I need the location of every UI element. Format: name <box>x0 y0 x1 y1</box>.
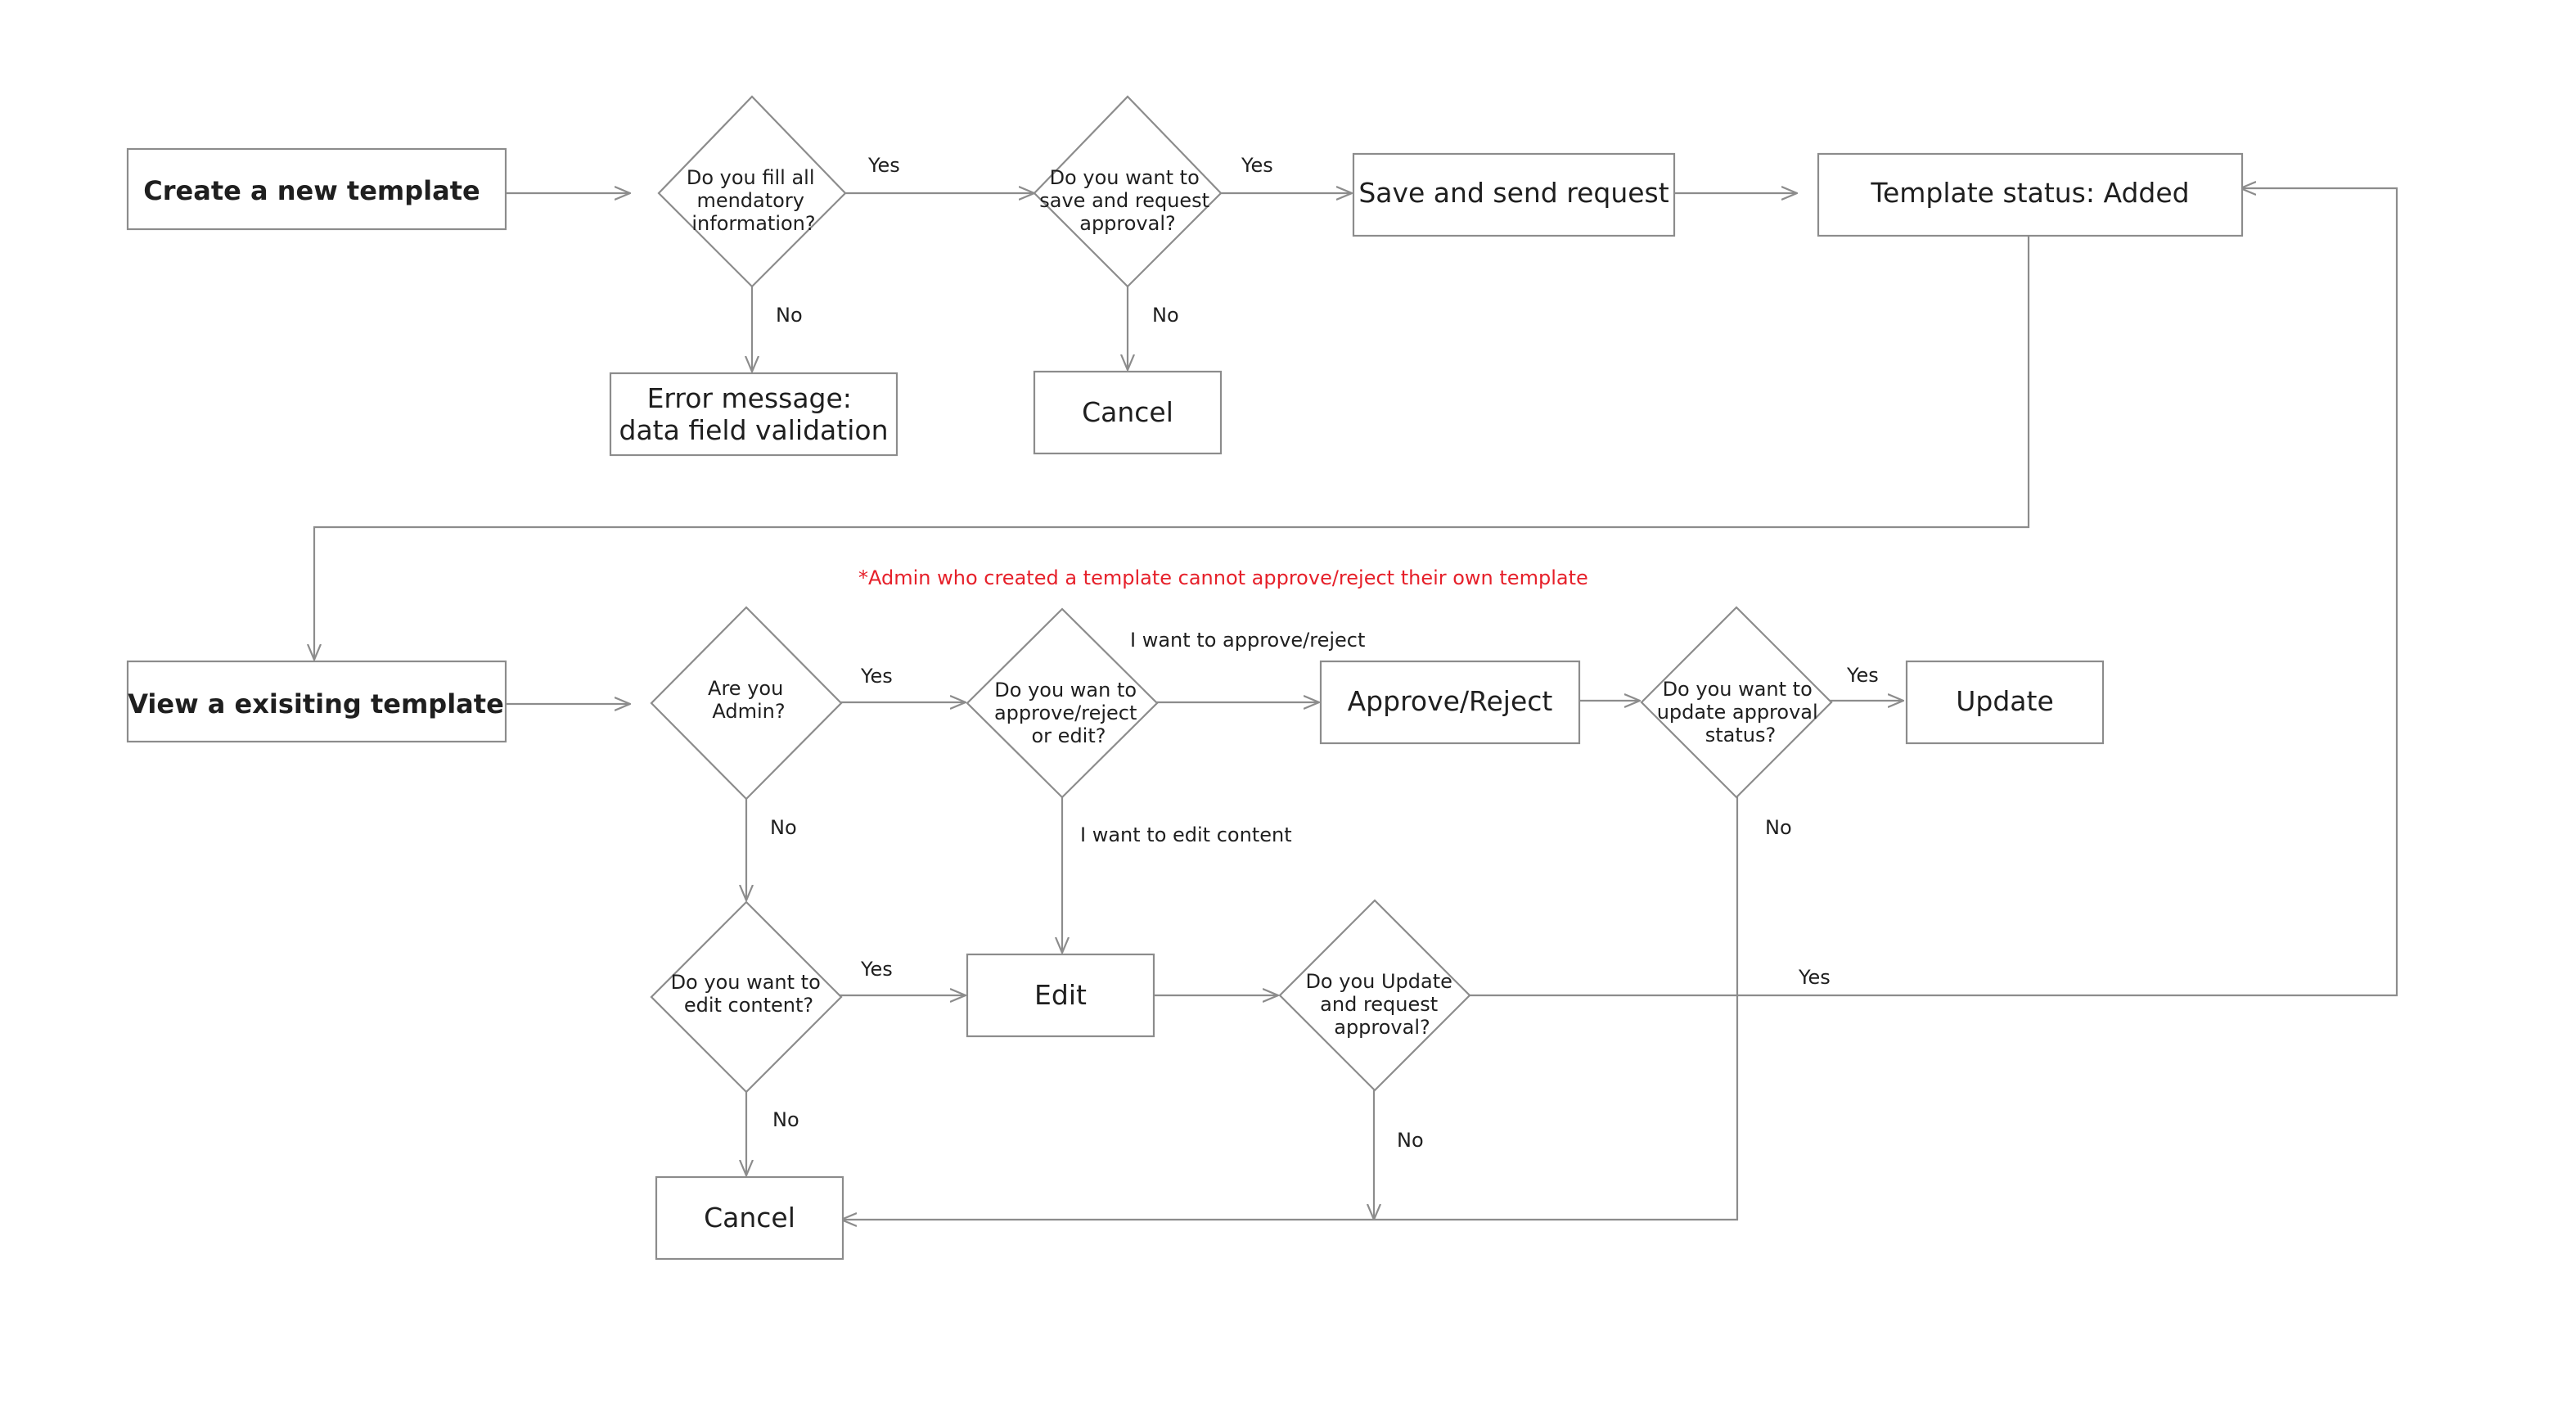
edge-status-to-view <box>314 236 2030 660</box>
edit-content-line-1: Do you want to <box>671 971 821 994</box>
fill-mandatory-line-2: mendatory <box>696 189 804 212</box>
svg-text:Do you want to save and: Do you want to save and request approval… <box>1039 166 1215 235</box>
label-save-no: No <box>1152 304 1179 327</box>
node-fill-mandatory-question: Do you fill all mendatory information? <box>657 95 847 288</box>
node-approve-reject-label: Approve/Reject <box>1348 685 1553 717</box>
edge-update-q-yes-to-status <box>1468 188 2398 997</box>
save-request-line-3: approval? <box>1079 212 1176 235</box>
update-status-line-3: status? <box>1705 724 1776 747</box>
node-edit: Edit <box>966 953 1155 1038</box>
fill-mandatory-line-3: information? <box>691 212 815 235</box>
svg-text:Are you Admin?: Are you Admin? <box>708 677 790 723</box>
save-request-line-1: Do you want to <box>1050 166 1200 189</box>
node-are-you-admin: Are you Admin? <box>650 606 843 801</box>
label-update-no: No <box>1397 1129 1424 1152</box>
are-you-admin-line-2: Admin? <box>712 700 785 723</box>
save-request-line-2: save and request <box>1039 189 1209 212</box>
node-template-status-added: Template status: Added <box>1817 152 2244 237</box>
node-error-message: Error message: data field validation <box>609 372 898 457</box>
edit-content-line-2: edit content? <box>684 994 813 1017</box>
node-status-added-label: Template status: Added <box>1870 177 2189 209</box>
approve-or-edit-line-1: Do you wan to <box>994 679 1137 701</box>
connectors <box>314 188 2398 1220</box>
node-create-template: Create a new template <box>126 147 507 231</box>
node-update-status-question: Do you want to update approval status? <box>1640 606 1833 799</box>
svg-text:Do you Update and reques: Do you Update and request approval? <box>1305 970 1458 1039</box>
svg-text:Do you want to edit cont: Do you want to edit content? <box>671 971 827 1017</box>
node-save-send-request: Save and send request <box>1352 152 1676 237</box>
node-save-request-question: Do you want to save and request approval… <box>1033 95 1223 288</box>
admin-restriction-note: *Admin who created a template cannot app… <box>858 566 1588 589</box>
edge-status-q-no-to-cancel <box>841 796 1739 1220</box>
label-want-edit: I want to edit content <box>1080 823 1292 846</box>
node-save-send-label: Save and send request <box>1358 177 1669 209</box>
svg-text:Do you wan to approve/re: Do you wan to approve/reject or edit? <box>994 679 1143 747</box>
update-request-line-2: and request <box>1320 993 1438 1016</box>
label-edit-yes: Yes <box>860 958 893 981</box>
fill-mandatory-line-1: Do you fill all <box>687 166 815 189</box>
approve-or-edit-line-2: approve/reject <box>994 701 1137 724</box>
label-save-yes: Yes <box>1241 154 1273 177</box>
label-want-approve: I want to approve/reject <box>1130 629 1365 652</box>
node-cancel-top-label: Cancel <box>1082 396 1173 428</box>
svg-text:Error message: data fiel: Error message: data field validation <box>619 382 889 446</box>
svg-text:Do you fill all mendator: Do you fill all mendatory information? <box>687 166 821 235</box>
label-status-no: No <box>1765 816 1792 839</box>
node-cancel-top: Cancel <box>1033 370 1223 455</box>
node-edit-content-question: Do you want to edit content? <box>650 900 843 1094</box>
node-cancel-bottom: Cancel <box>655 1175 844 1261</box>
label-fill-yes: Yes <box>867 154 900 177</box>
approve-or-edit-line-3: or edit? <box>1032 724 1106 747</box>
node-cancel-bottom-label: Cancel <box>704 1202 795 1234</box>
node-approve-or-edit-question: Do you wan to approve/reject or edit? <box>966 607 1159 799</box>
edge-labels: Yes No Yes No Yes No I want to approve/r… <box>770 154 1879 1152</box>
node-update: Update <box>1905 660 2105 745</box>
update-request-line-1: Do you Update <box>1305 970 1452 993</box>
label-fill-no: No <box>776 304 803 327</box>
svg-text:Do you want to update ap: Do you want to update approval status? <box>1657 678 1825 747</box>
label-status-yes: Yes <box>1846 664 1879 687</box>
update-status-line-2: update approval <box>1657 701 1818 724</box>
label-admin-no: No <box>770 816 797 839</box>
label-admin-yes: Yes <box>860 665 893 688</box>
node-update-label: Update <box>1956 685 2054 717</box>
node-view-template: View a exisiting template <box>126 660 507 743</box>
update-status-line-1: Do you want to <box>1663 678 1813 701</box>
error-message-line-2: data field validation <box>619 414 889 446</box>
node-view-template-label: View a exisiting template <box>128 688 504 720</box>
node-approve-reject: Approve/Reject <box>1319 660 1581 745</box>
are-you-admin-line-1: Are you <box>708 677 783 700</box>
update-request-line-3: approval? <box>1334 1016 1430 1039</box>
node-edit-label: Edit <box>1034 979 1087 1011</box>
node-update-request-question: Do you Update and request approval? <box>1278 899 1471 1092</box>
error-message-line-1: Error message: <box>647 382 852 414</box>
label-update-yes: Yes <box>1798 966 1831 989</box>
label-edit-no: No <box>772 1108 799 1131</box>
node-create-template-label: Create a new template <box>143 175 480 206</box>
